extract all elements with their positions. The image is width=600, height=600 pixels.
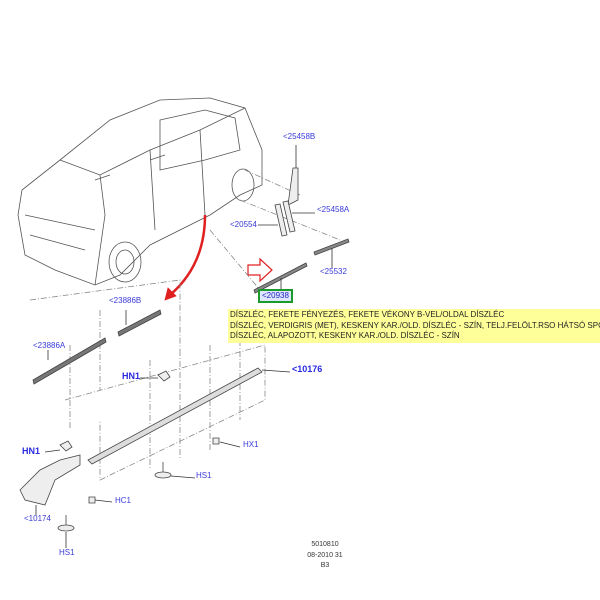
callout-10176[interactable]: <10176 — [292, 364, 323, 374]
callout-25458a[interactable]: <25458A — [317, 205, 350, 214]
callout-hs1-mid[interactable]: HS1 — [196, 471, 212, 480]
callout-10174[interactable]: <10174 — [24, 514, 51, 523]
callout-hn1-top[interactable]: HN1 — [122, 371, 141, 381]
red-curved-arrow — [169, 214, 207, 296]
callout-20554[interactable]: <20554 — [230, 220, 257, 229]
highlight-arrow-icon — [247, 257, 273, 283]
callout-hs1-bottom[interactable]: HS1 — [59, 548, 75, 557]
callout-25458b[interactable]: <25458B — [283, 132, 316, 141]
callout-20938-selected[interactable]: <20938 — [258, 289, 293, 303]
diagram-date: 08-2010 31 — [307, 551, 343, 559]
car-illustration — [17, 97, 263, 286]
callout-hn1-left[interactable]: HN1 — [22, 446, 41, 456]
callout-hc1[interactable]: HC1 — [115, 496, 132, 505]
callout-25532[interactable]: <25532 — [320, 267, 347, 276]
diagram-reference: 5010810 08-2010 31 B3 — [300, 540, 350, 572]
description-line: DÍSZLÉC, FEKETE FÉNYEZÉS, FEKETE VÉKONY … — [230, 310, 505, 319]
parts — [19, 167, 350, 532]
diagram-code: B3 — [320, 562, 330, 569]
leader-lines — [35, 145, 333, 548]
callout-23886a[interactable]: <23886A — [33, 341, 66, 350]
diagram-number: 5010810 — [311, 541, 339, 548]
callout-hx1[interactable]: HX1 — [243, 440, 259, 449]
description-line: DÍSZLÉC, VERDIGRIS (MET), KESKENY KAR./O… — [230, 320, 600, 330]
part-description-tooltip: DÍSZLÉC, FEKETE FÉNYEZÉS, FEKETE VÉKONY … — [228, 309, 600, 343]
description-line: DÍSZLÉC, ALAPOZOTT, KESKENY KAR./OLD. DÍ… — [230, 331, 460, 340]
callout-23886b[interactable]: <23886B — [109, 296, 142, 305]
